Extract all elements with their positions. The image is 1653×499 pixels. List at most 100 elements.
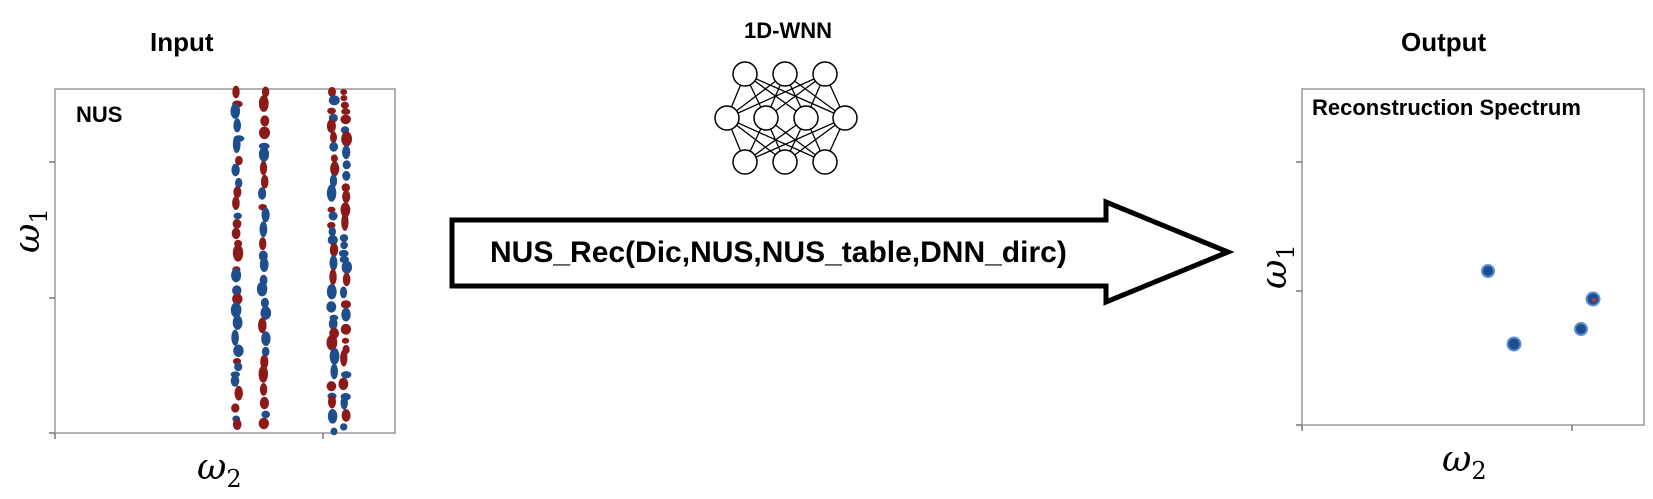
nus-signal-dot: [260, 297, 269, 308]
nus-signal-dot: [261, 86, 270, 98]
nus-signal-dot: [231, 329, 239, 346]
nus-signal-dot: [342, 170, 351, 181]
network-node: [772, 61, 798, 87]
input-x-axis-label: ω2: [197, 447, 242, 494]
nus-signal-dot: [342, 190, 351, 204]
nus-signal-dot: [261, 346, 270, 357]
nus-signal-dot: [259, 221, 268, 238]
nus-signal-dot: [230, 302, 242, 318]
nus-signal-dot: [258, 417, 269, 430]
nus-signal-dot: [261, 207, 270, 223]
nus-signal-dot: [329, 242, 339, 257]
nus-signal-dot: [327, 107, 336, 115]
nus-signal-dot: [342, 272, 351, 287]
output-y-axis-label: ω1: [1254, 244, 1300, 289]
nus-signal-dot: [231, 403, 240, 413]
network-connection: [744, 117, 846, 163]
nus-signal-dot: [260, 115, 270, 127]
reconstruction-peaks: [1481, 264, 1601, 352]
network-node: [832, 105, 858, 131]
nus-signal-dot: [233, 118, 241, 133]
nus-signal-dot: [232, 85, 240, 99]
network-node: [753, 105, 779, 131]
input-y-axis-label: ω1: [7, 208, 53, 253]
nus-signal-dot: [338, 377, 349, 391]
nus-signal-dot: [259, 257, 269, 272]
output-plot-frame: [1301, 88, 1645, 426]
nus-signal-dot: [234, 385, 243, 401]
process-arrow: [449, 198, 1235, 306]
nus-signal-dot: [260, 306, 272, 320]
network-node: [793, 105, 819, 131]
nus-signal-dot: [328, 317, 338, 330]
nus-signal-dot: [260, 174, 269, 189]
nus-signal-dot: [340, 300, 351, 309]
nus-signal-dot: [235, 155, 243, 166]
peak-2: [1506, 336, 1522, 352]
nus-signal-dot: [259, 160, 268, 176]
nus-signal-dot: [330, 154, 338, 163]
nus-signal-dot: [327, 235, 338, 245]
nus-signal-dot: [233, 344, 244, 357]
peak-3: [1574, 322, 1588, 336]
nus-signal-dot: [341, 409, 351, 422]
nus-signal-dot: [329, 347, 340, 365]
nus-signal-dot: [232, 135, 241, 154]
nus-signal-dot: [256, 281, 268, 297]
network-node: [732, 149, 758, 175]
network-node: [714, 105, 740, 131]
nus-signal-dot: [232, 293, 243, 305]
nus-signal-dot: [341, 131, 352, 147]
nus-signal-dot: [258, 146, 270, 162]
nus-signal-dot: [330, 427, 338, 436]
nus-signal-dot: [340, 95, 348, 102]
nus-signal-dot: [341, 337, 350, 344]
nus-signal-dot: [258, 187, 267, 200]
nus-signal-dot: [342, 145, 351, 160]
network-node: [772, 149, 798, 175]
output-title: Output: [1401, 27, 1487, 57]
nus-signal-dot: [234, 362, 243, 372]
nus-signal-dot: [233, 212, 242, 220]
nus-signal-dot: [341, 183, 350, 192]
nus-signal-dot: [232, 315, 243, 330]
nus-panel-label: NUS: [76, 102, 123, 127]
nus-signal-dot: [328, 226, 336, 237]
nus-signal-dot: [232, 285, 242, 296]
nus-signal-dot: [233, 186, 242, 198]
input-axis-ticks: [49, 161, 324, 439]
nus-signal-dot: [230, 103, 241, 119]
nus-signal-dot: [231, 227, 241, 240]
nus-signal-dot: [231, 268, 242, 283]
nus-signal-dot: [326, 284, 337, 300]
nus-signal-dot: [258, 95, 269, 112]
peak-4-core: [1592, 298, 1596, 302]
nus-signal-dot: [326, 119, 336, 134]
network-node: [812, 61, 838, 87]
nus-signal-dot: [259, 383, 268, 396]
network-title: 1D-WNN: [744, 18, 832, 43]
nus-signal-dot: [232, 196, 240, 211]
nus-signal-dot: [326, 334, 338, 351]
output-x-axis-label: ω2: [1442, 439, 1487, 486]
reconstruction-panel-label: Reconstruction Spectrum: [1312, 95, 1581, 120]
peak-1: [1481, 264, 1495, 278]
network-connection: [726, 73, 826, 119]
nus-signal-dot: [342, 160, 351, 170]
nus-signal-dot: [259, 396, 269, 410]
input-plot-frame: [54, 88, 396, 434]
nus-signal-dot: [230, 374, 240, 387]
neural-network-icon: [714, 61, 858, 175]
nus-signal-dot: [340, 89, 348, 95]
nus-signal-dot: [340, 241, 348, 250]
nus-signal-dot: [329, 255, 338, 271]
nus-signal-dot: [341, 213, 349, 231]
nus-signal-dot: [329, 174, 338, 188]
nus-signal-dot: [340, 101, 349, 110]
nus-signal-dot: [339, 234, 349, 242]
nus-signal-dot: [261, 410, 271, 419]
nus-signal-dot: [232, 418, 242, 430]
nus-signal-dot: [326, 301, 337, 313]
nus-signal-dot: [327, 409, 338, 424]
